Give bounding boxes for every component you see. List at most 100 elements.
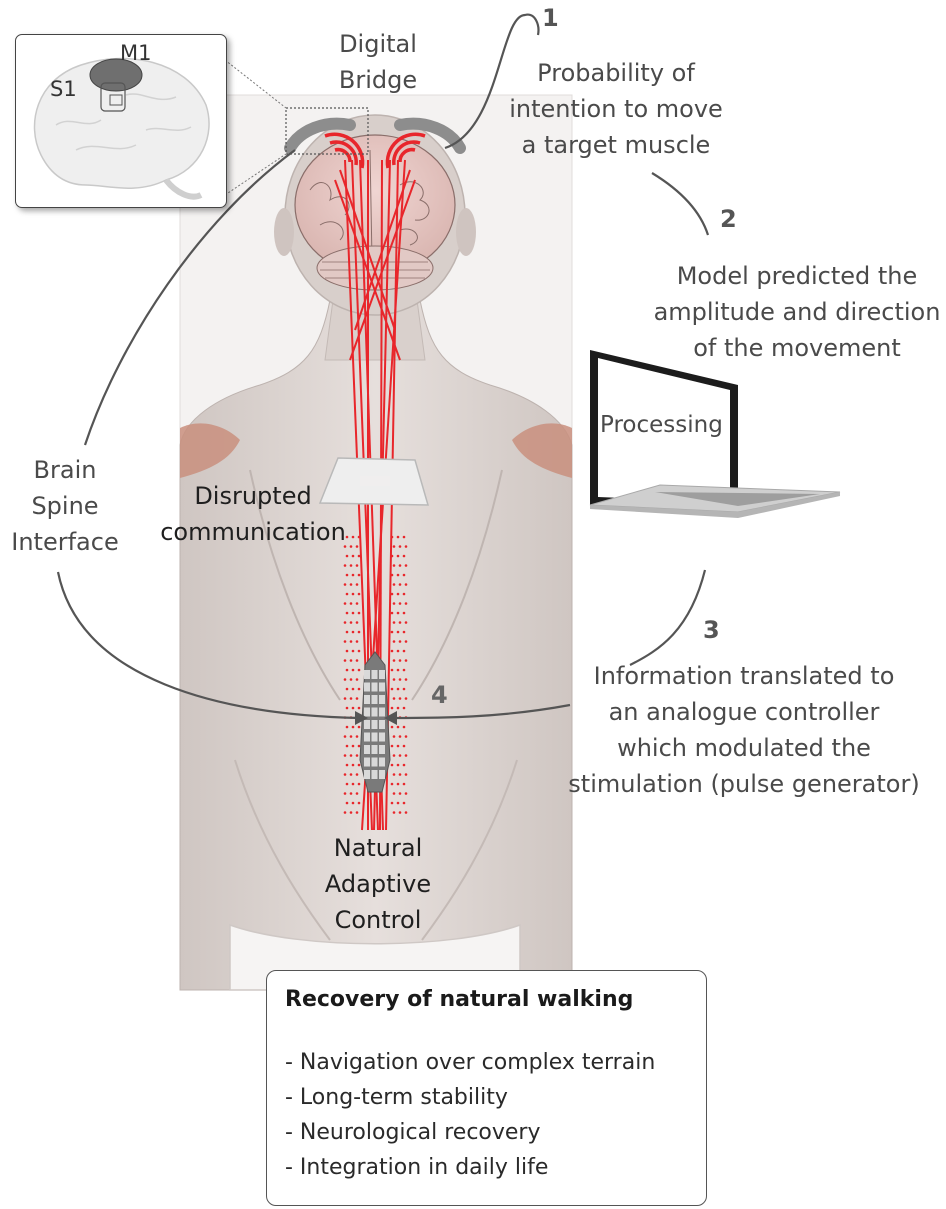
stimulation-dot [403, 593, 406, 596]
stimulation-dot [350, 754, 353, 757]
electrode-contact [372, 745, 378, 754]
stimulation-dot [344, 602, 347, 605]
electrode-contact [364, 720, 370, 729]
stimulation-dot [397, 707, 400, 710]
stimulation-dot [403, 764, 406, 767]
stimulation-dot [346, 707, 349, 710]
electrode-contact [372, 770, 378, 779]
stimulation-dot [403, 536, 406, 539]
stimulation-dot [391, 574, 394, 577]
stimulation-dot [397, 574, 400, 577]
stimulation-dot [344, 640, 347, 643]
electrode-contact [379, 770, 385, 779]
stimulation-dot [350, 792, 353, 795]
stimulation-dot [350, 659, 353, 662]
stimulation-dot [344, 697, 347, 700]
electrode-contact [372, 670, 378, 679]
stimulation-dot [403, 802, 406, 805]
stimulation-dot [358, 802, 361, 805]
stimulation-dot [346, 631, 349, 634]
stimulation-dot [403, 745, 406, 748]
electrode-contact [379, 720, 385, 729]
curve-step1-to-2 [652, 173, 708, 235]
stimulation-dot [405, 602, 408, 605]
stimulation-dot [399, 564, 402, 567]
injury-gap [360, 476, 390, 486]
stimulation-dot [403, 707, 406, 710]
stimulation-dot [397, 802, 400, 805]
stimulation-dot [403, 612, 406, 615]
stimulation-dot [356, 545, 359, 548]
electrode-contact [372, 758, 378, 767]
stimulation-dot [356, 735, 359, 738]
electrode-contact [379, 708, 385, 717]
stimulation-dot [352, 650, 355, 653]
stimulation-dot [397, 688, 400, 691]
stimulation-dot [393, 564, 396, 567]
stimulation-dot [397, 726, 400, 729]
stimulation-dot [356, 659, 359, 662]
stimulation-dot [405, 792, 408, 795]
cerebellum [317, 246, 433, 290]
stimulation-dot [405, 773, 408, 776]
stimulation-dot [344, 621, 347, 624]
stimulation-dot [397, 783, 400, 786]
stimulation-dot [356, 773, 359, 776]
stimulation-dot [346, 593, 349, 596]
electrode-contact [364, 758, 370, 767]
stimulation-dot [350, 621, 353, 624]
right-ear [456, 208, 476, 256]
electrode-paddle [360, 652, 390, 792]
stimulation-dot [344, 735, 347, 738]
stimulation-dot [403, 783, 406, 786]
stimulation-dot [358, 555, 361, 558]
stimulation-dot [393, 621, 396, 624]
step-number-2: 2 [720, 205, 737, 233]
stimulation-dot [399, 735, 402, 738]
electrode-contact [372, 720, 378, 729]
stimulation-dot [346, 574, 349, 577]
stimulation-dot [399, 545, 402, 548]
stimulation-dot [350, 545, 353, 548]
left-ear [274, 208, 294, 256]
stimulation-dot [391, 745, 394, 748]
stimulation-dot [393, 811, 396, 814]
stimulation-dot [403, 726, 406, 729]
stimulation-dot [393, 640, 396, 643]
stimulation-dot [344, 678, 347, 681]
electrode-contact [364, 670, 370, 679]
stimulation-dot [403, 555, 406, 558]
electrode-contact [364, 695, 370, 704]
electrode-contact [364, 683, 370, 692]
electrode-contact [364, 733, 370, 742]
stimulation-dot [405, 621, 408, 624]
stimulation-dot [393, 754, 396, 757]
stimulation-dot [405, 678, 408, 681]
stimulation-dot [350, 678, 353, 681]
stimulation-dot [358, 612, 361, 615]
stimulation-dot [397, 764, 400, 767]
stimulation-dot [358, 593, 361, 596]
step-number-4: 4 [431, 681, 448, 709]
stimulation-dot [405, 735, 408, 738]
stimulation-dot [352, 574, 355, 577]
stimulation-dot [350, 602, 353, 605]
stimulation-dot [391, 726, 394, 729]
stimulation-dot [344, 754, 347, 757]
stimulation-dot [350, 735, 353, 738]
stimulation-dot [358, 574, 361, 577]
stimulation-dot [399, 621, 402, 624]
stimulation-dot [352, 593, 355, 596]
stimulation-dot [399, 583, 402, 586]
stimulation-dot [399, 640, 402, 643]
stimulation-dot [403, 631, 406, 634]
electrode-contact [372, 683, 378, 692]
electrode-contact [379, 683, 385, 692]
stimulation-dot [346, 650, 349, 653]
stimulation-dot [391, 612, 394, 615]
stimulation-dot [346, 783, 349, 786]
stimulation-dot [397, 555, 400, 558]
stimulation-dot [358, 669, 361, 672]
stimulation-dot [344, 792, 347, 795]
stimulation-dot [405, 754, 408, 757]
